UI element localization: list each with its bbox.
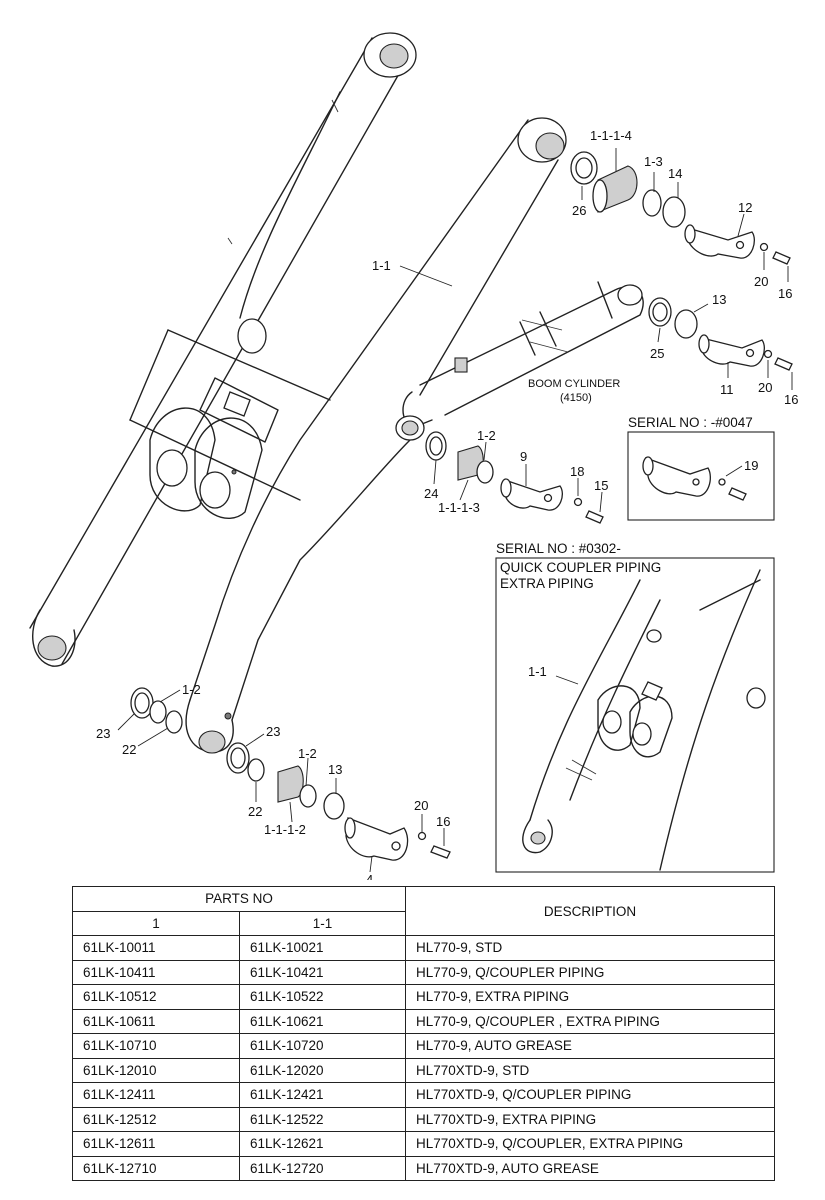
callout-26: 26 xyxy=(572,203,586,218)
description: HL770XTD-9, EXTRA PIPING xyxy=(405,1106,776,1132)
boom-arm-back xyxy=(29,32,417,667)
boom-cylinder-label: BOOM CYLINDER xyxy=(528,378,620,390)
boom-cylinder-code: (4150) xyxy=(560,392,592,404)
lower-left-rings xyxy=(130,687,183,734)
middle-pin-assembly xyxy=(425,431,604,524)
serial-box-2-title: SERIAL NO : #0302- xyxy=(496,541,621,556)
part-no-1: 61LK-12512 xyxy=(72,1106,240,1132)
boom-arm-front xyxy=(185,117,567,754)
callout-13b: 13 xyxy=(328,762,342,777)
header-parts-no: PARTS NO xyxy=(71,886,407,912)
part-no-1: 61LK-10512 xyxy=(72,984,240,1010)
callout-22a: 22 xyxy=(122,742,136,757)
description: HL770-9, Q/COUPLER , EXTRA PIPING xyxy=(405,1008,776,1034)
callout-25: 25 xyxy=(650,346,664,361)
exploded-parts-diagram: 1-1-1-4 1-3 14 26 12 20 16 1-1 13 25 11 … xyxy=(29,32,798,880)
callout-14: 14 xyxy=(668,166,682,181)
callout-16a: 16 xyxy=(778,286,792,301)
callout-1-1-1-3: 1-1-1-3 xyxy=(438,500,480,515)
part-no-1-1: 61LK-10421 xyxy=(238,959,407,985)
callout-20c: 20 xyxy=(414,798,428,813)
callout-labels: 1-1-1-4 1-3 14 26 12 20 16 1-1 13 25 11 … xyxy=(96,128,798,880)
callout-1-1-1-2: 1-1-1-2 xyxy=(264,822,306,837)
description: HL770-9, Q/COUPLER PIPING xyxy=(405,959,776,985)
part-no-1-1: 61LK-12421 xyxy=(238,1082,407,1108)
part-no-1: 61LK-10411 xyxy=(72,959,240,985)
part-no-1-1: 61LK-12621 xyxy=(238,1131,407,1157)
table-row: 61LK-10611 61LK-10621 HL770-9, Q/COUPLER… xyxy=(72,1008,776,1034)
callout-9: 9 xyxy=(520,449,527,464)
table-row: 61LK-10512 61LK-10522 HL770-9, EXTRA PIP… xyxy=(72,984,776,1010)
table-row: 61LK-10011 61LK-10021 HL770-9, STD xyxy=(72,935,776,961)
callout-1-1-1-4: 1-1-1-4 xyxy=(590,128,632,143)
table-row: 61LK-12010 61LK-12020 HL770XTD-9, STD xyxy=(72,1057,776,1083)
header-description: DESCRIPTION xyxy=(405,886,776,936)
serial-box-2: SERIAL NO : #0302- QUICK COUPLER PIPING … xyxy=(495,541,775,873)
callout-24: 24 xyxy=(424,486,438,501)
table-row: 61LK-10710 61LK-10720 HL770-9, AUTO GREA… xyxy=(72,1033,776,1059)
part-no-1-1: 61LK-10021 xyxy=(238,935,407,961)
callout-1-3: 1-3 xyxy=(644,154,663,169)
header-col-1: 1 xyxy=(72,910,240,936)
table-row: 61LK-12512 61LK-12522 HL770XTD-9, EXTRA … xyxy=(72,1106,776,1132)
callout-15: 15 xyxy=(594,478,608,493)
part-no-1: 61LK-10710 xyxy=(72,1033,240,1059)
description: HL770XTD-9, Q/COUPLER PIPING xyxy=(405,1082,776,1108)
description: HL770-9, EXTRA PIPING xyxy=(405,984,776,1010)
callout-22b: 22 xyxy=(248,804,262,819)
callout-19: 19 xyxy=(744,458,758,473)
table-subheader-row: 1 1-1 xyxy=(72,910,775,936)
leader-lines xyxy=(117,148,793,873)
table-row: 61LK-10411 61LK-10421 HL770-9, Q/COUPLER… xyxy=(72,959,776,985)
serial-box-2-line2: EXTRA PIPING xyxy=(500,576,594,591)
part-no-1-1: 61LK-12522 xyxy=(238,1106,407,1132)
part-no-1: 61LK-12010 xyxy=(72,1057,240,1083)
header-col-1-1: 1-1 xyxy=(238,910,407,936)
table-row: 61LK-12710 61LK-12720 HL770XTD-9, AUTO G… xyxy=(72,1155,776,1181)
part-no-1-1: 61LK-10621 xyxy=(238,1008,407,1034)
part-no-1-1: 61LK-12720 xyxy=(238,1155,407,1181)
table-row: 61LK-12611 61LK-12621 HL770XTD-9, Q/COUP… xyxy=(72,1131,776,1157)
description: HL770XTD-9, STD xyxy=(405,1057,776,1083)
part-no-1: 61LK-10011 xyxy=(72,935,240,961)
callout-1-1a: 1-1 xyxy=(372,258,391,273)
serial-box-1: SERIAL NO : -#0047 xyxy=(627,415,775,521)
callout-16b: 16 xyxy=(784,392,798,407)
description: HL770XTD-9, AUTO GREASE xyxy=(405,1155,776,1181)
table-row: 61LK-12411 61LK-12421 HL770XTD-9, Q/COUP… xyxy=(72,1082,776,1108)
description: HL770-9, STD xyxy=(405,935,776,961)
part-no-1-1: 61LK-12020 xyxy=(238,1057,407,1083)
callout-1-2c: 1-2 xyxy=(298,746,317,761)
callout-18: 18 xyxy=(570,464,584,479)
callout-1-2a: 1-2 xyxy=(477,428,496,443)
description: HL770-9, AUTO GREASE xyxy=(405,1033,776,1059)
part-no-1: 61LK-12710 xyxy=(72,1155,240,1181)
part-no-1: 61LK-12411 xyxy=(72,1082,240,1108)
part-no-1-1: 61LK-10720 xyxy=(238,1033,407,1059)
boom-cylinder xyxy=(395,281,644,441)
callout-23a: 23 xyxy=(96,726,110,741)
serial-box-2-line1: QUICK COUPLER PIPING xyxy=(500,560,661,575)
callout-20b: 20 xyxy=(758,380,772,395)
parts-table: PARTS NO DESCRIPTION 1 1-1 61LK-10011 61… xyxy=(71,886,776,1181)
callout-20a: 20 xyxy=(754,274,768,289)
callout-1-1b: 1-1 xyxy=(528,664,547,679)
callout-13a: 13 xyxy=(712,292,726,307)
callout-12: 12 xyxy=(738,200,752,215)
callout-16c: 16 xyxy=(436,814,450,829)
callout-4: 4 xyxy=(366,872,373,880)
upper-pin-assembly xyxy=(570,151,791,265)
table-header-row: PARTS NO DESCRIPTION xyxy=(71,886,776,936)
description: HL770XTD-9, Q/COUPLER, EXTRA PIPING xyxy=(405,1131,776,1157)
part-no-1: 61LK-12611 xyxy=(72,1131,240,1157)
serial-box-1-title: SERIAL NO : -#0047 xyxy=(628,415,753,430)
bottom-pin-assembly xyxy=(226,742,451,861)
callout-23b: 23 xyxy=(266,724,280,739)
cylinder-rod-pin-assembly xyxy=(648,297,793,371)
part-no-1: 61LK-10611 xyxy=(72,1008,240,1034)
part-no-1-1: 61LK-10522 xyxy=(238,984,407,1010)
cross-tube xyxy=(129,329,331,519)
callout-1-2b: 1-2 xyxy=(182,682,201,697)
callout-11: 11 xyxy=(720,382,734,397)
